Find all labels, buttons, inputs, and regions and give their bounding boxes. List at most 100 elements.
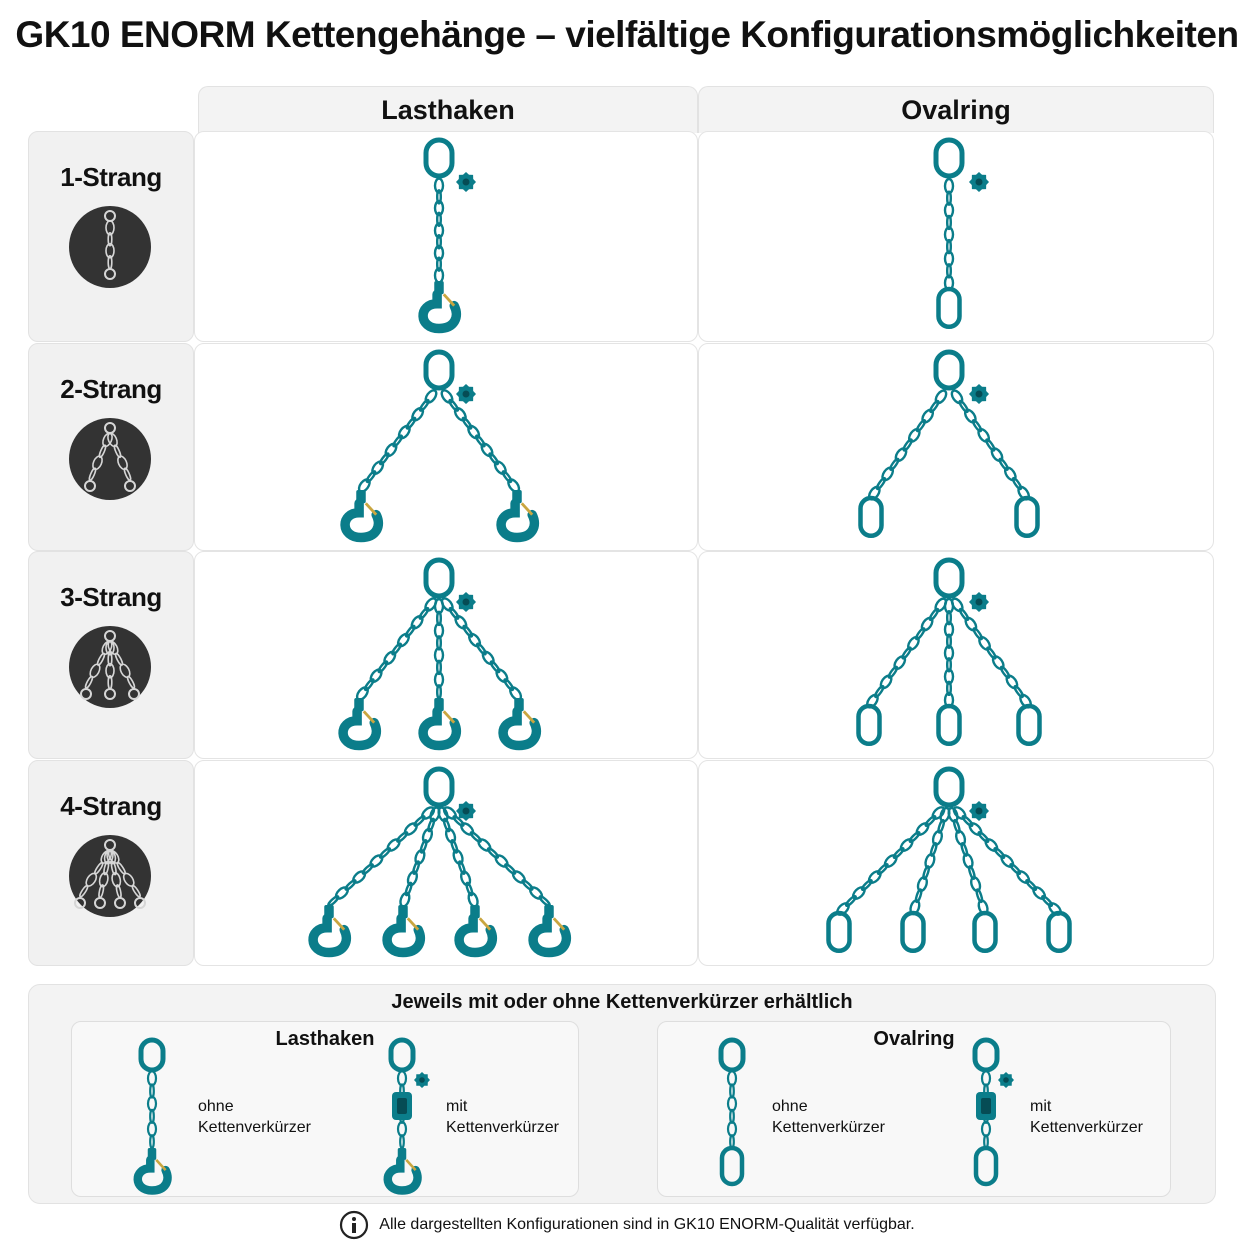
- oval-ring-end: [719, 1145, 745, 1187]
- hook-with-shortener-icon: [383, 1037, 430, 1195]
- master-ring: [388, 1037, 416, 1073]
- cell-4-strang-ovalring: [698, 760, 1214, 966]
- hook-without-shortener-icon: [133, 1037, 172, 1195]
- load-hook: [498, 698, 542, 751]
- oval-ring-end: [1046, 910, 1072, 954]
- strand-4-icon: [69, 835, 151, 917]
- row-label: 2-Strang: [60, 374, 162, 404]
- grade-tag: [969, 384, 989, 404]
- load-hook: [454, 905, 498, 958]
- column-header-ovalring: Ovalring: [698, 86, 1214, 133]
- oval-ring-end: [858, 495, 884, 539]
- load-hook: [496, 490, 540, 543]
- grade-tag: [414, 1072, 430, 1088]
- ring-with-shortener-icon: [972, 1037, 1014, 1187]
- grade-tag: [969, 172, 989, 192]
- load-hook: [528, 905, 572, 958]
- chain-strand: [442, 806, 551, 907]
- chain-sling-ring-4-illustration: [826, 766, 1072, 954]
- chain-strand: [355, 597, 438, 701]
- master-ring: [718, 1037, 746, 1073]
- chain-strand: [107, 640, 136, 689]
- shortener-panel-title: Lasthaken: [275, 1028, 375, 1050]
- chain-sling-hook-2-illustration: [340, 349, 540, 543]
- cell-2-strang-lasthaken: [194, 343, 698, 551]
- oval-ring-end: [1016, 703, 1042, 747]
- chain-strand: [440, 389, 521, 493]
- master-ring: [972, 1037, 1000, 1073]
- grade-tag: [456, 801, 476, 821]
- load-hook: [383, 1148, 422, 1195]
- chain-strand: [943, 597, 955, 709]
- row-header-4-strang: 4-Strang: [28, 760, 194, 966]
- grade-tag: [969, 801, 989, 821]
- chain-strand: [947, 806, 989, 916]
- master-ring: [138, 1037, 166, 1073]
- load-hook: [418, 281, 462, 334]
- row-label: 4-Strang: [60, 791, 162, 821]
- oval-ring-end: [936, 286, 962, 330]
- master-ring: [933, 349, 965, 391]
- oval-ring-end: [856, 703, 882, 747]
- row-header-1-strang: 1-Strang: [28, 131, 194, 342]
- row-label: 1-Strang: [60, 162, 162, 192]
- footnote-text: Alle dargestellten Konfigurationen sind …: [379, 1216, 915, 1233]
- chain-strand: [107, 849, 141, 898]
- chain-strand: [866, 597, 948, 709]
- chain-sling-hook-1-illustration: [418, 137, 476, 334]
- chain-sling-hook-3-illustration: [338, 557, 542, 751]
- oval-ring-end: [826, 910, 852, 954]
- chain-strand: [950, 389, 1031, 501]
- cell-4-strang-lasthaken: [194, 760, 698, 966]
- oval-ring-end: [936, 703, 962, 747]
- master-ring: [933, 766, 965, 808]
- cell-1-strang-ovalring: [698, 131, 1214, 342]
- chain-strand: [836, 806, 946, 916]
- chain-strand: [726, 1070, 738, 1150]
- chain-strand: [357, 389, 438, 493]
- load-hook: [338, 698, 382, 751]
- strand-2-icon: [69, 418, 151, 500]
- shortener-options-title: Jeweils mit oder ohne Kettenverkürzer er…: [391, 991, 853, 1013]
- strand-3-icon: [69, 626, 151, 708]
- master-ring: [933, 137, 965, 179]
- chain-strand: [433, 177, 445, 284]
- chain-strand: [909, 806, 951, 916]
- chain-strand: [440, 597, 523, 701]
- grade-tag: [456, 384, 476, 404]
- load-hook: [308, 905, 352, 958]
- row-header-3-strang: 3-Strang: [28, 551, 194, 759]
- chain-strand: [433, 597, 445, 700]
- strand-1-icon: [69, 206, 151, 288]
- chain-strand: [943, 177, 955, 292]
- master-ring: [423, 766, 455, 808]
- chain-strand: [399, 806, 441, 908]
- load-hook: [340, 490, 384, 543]
- load-hook: [133, 1148, 172, 1195]
- grade-tag: [456, 172, 476, 192]
- cell-1-strang-lasthaken: [194, 131, 698, 342]
- chain-sling-hook-4-illustration: [308, 766, 572, 958]
- grade-tag: [998, 1072, 1014, 1088]
- cell-3-strang-lasthaken: [194, 551, 698, 759]
- page-title: GK10 ENORM Kettengehänge – vielfältige K…: [15, 14, 1239, 55]
- master-ring: [423, 137, 455, 179]
- row-header-2-strang: 2-Strang: [28, 343, 194, 551]
- chain-strand: [327, 806, 436, 907]
- master-ring: [423, 557, 455, 599]
- master-ring: [423, 349, 455, 391]
- oval-ring-end: [972, 910, 998, 954]
- shortener-options-section: Jeweils mit oder ohne Kettenverkürzer er…: [28, 984, 1216, 1204]
- oval-ring-end: [1014, 495, 1040, 539]
- oval-ring-end: [973, 1145, 999, 1187]
- info-icon: [340, 1210, 369, 1240]
- chain-sling-ring-1-illustration: [933, 137, 989, 330]
- shortener-panel-title: Ovalring: [873, 1028, 955, 1050]
- master-ring: [933, 557, 965, 599]
- column-header-lasthaken: Lasthaken: [198, 86, 698, 133]
- load-hook: [382, 905, 426, 958]
